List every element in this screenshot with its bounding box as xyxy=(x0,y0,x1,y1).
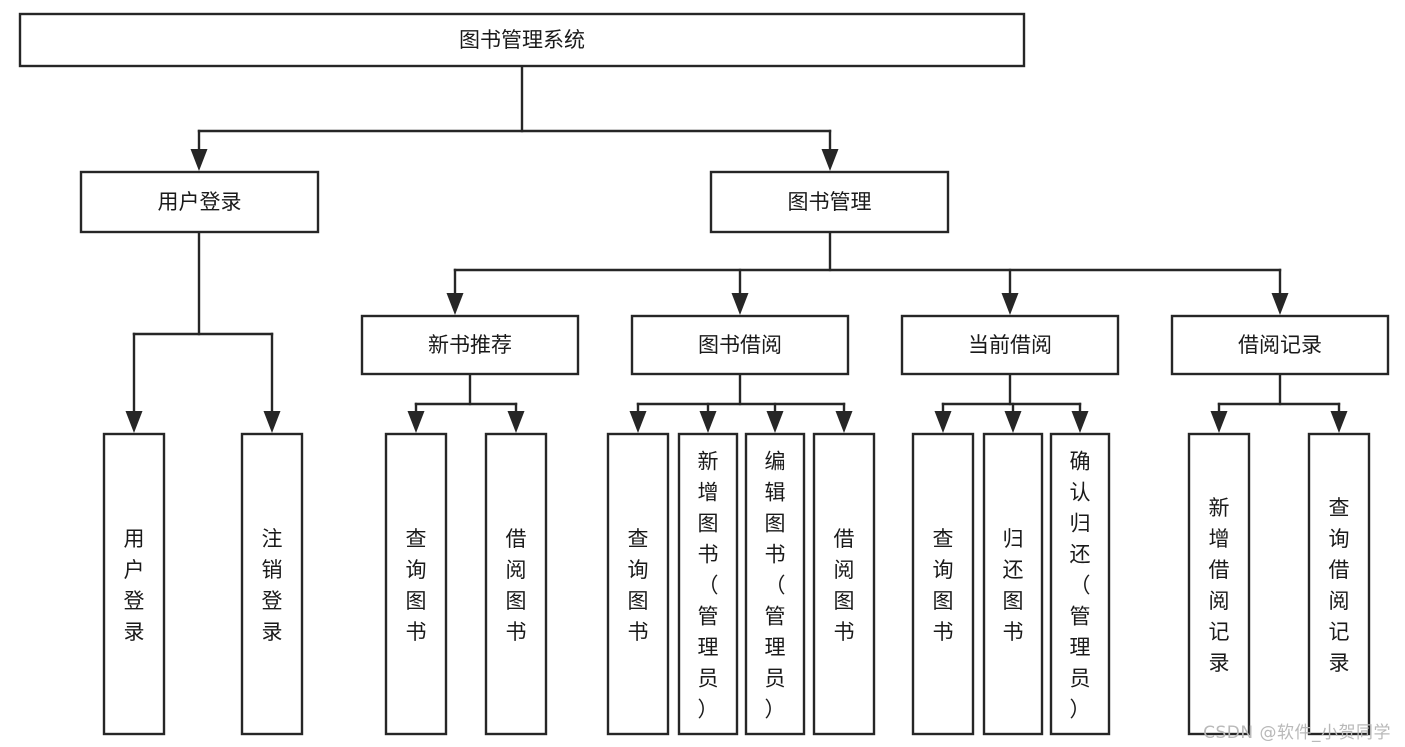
connector-layer xyxy=(125,64,1348,433)
node-label-root: 图书管理系统 xyxy=(459,28,585,52)
node-label-current-borrow: 当前借阅 xyxy=(968,333,1052,357)
node-fn-user-logout[interactable]: 注销登录 xyxy=(240,432,304,736)
node-fn-edit-book[interactable]: 编辑图书（管理员） xyxy=(744,432,806,736)
node-box-fn-query-book-c xyxy=(911,432,975,736)
connector-borrow-record xyxy=(1210,372,1348,433)
node-label-new-book-recommend: 新书推荐 xyxy=(428,333,512,357)
node-box-fn-borrow-book-rec xyxy=(484,432,548,736)
node-label-fn-add-book: 新增图书（管理员） xyxy=(698,450,719,722)
csdn-watermark: CSDN @软件_小贺同学 xyxy=(1203,723,1391,743)
node-label-fn-query-record: 查询借阅记录 xyxy=(1329,496,1350,675)
node-book-manage[interactable]: 图书管理 xyxy=(709,170,950,234)
node-layer: 图书管理系统用户登录图书管理新书推荐图书借阅当前借阅借阅记录用户登录注销登录查询… xyxy=(18,12,1390,736)
node-fn-add-book[interactable]: 新增图书（管理员） xyxy=(677,432,739,736)
node-fn-query-record[interactable]: 查询借阅记录 xyxy=(1307,432,1371,736)
node-box-fn-query-book-rec xyxy=(384,432,448,736)
node-label-fn-edit-book: 编辑图书（管理员） xyxy=(765,450,786,722)
node-fn-return-book[interactable]: 归还图书 xyxy=(982,432,1044,736)
node-box-fn-confirm-return xyxy=(1049,432,1111,736)
node-label-fn-user-login: 用户登录 xyxy=(124,527,145,644)
node-label-fn-add-record: 新增借阅记录 xyxy=(1209,496,1230,675)
node-box-fn-query-record xyxy=(1307,432,1371,736)
node-box-fn-user-login xyxy=(102,432,166,736)
node-fn-query-book-b[interactable]: 查询图书 xyxy=(606,432,670,736)
node-fn-borrow-book-rec[interactable]: 借阅图书 xyxy=(484,432,548,736)
node-book-borrow[interactable]: 图书借阅 xyxy=(630,314,850,376)
node-label-fn-query-book-b: 查询图书 xyxy=(628,527,649,644)
node-box-fn-borrow-book-b xyxy=(812,432,876,736)
node-label-fn-user-logout: 注销登录 xyxy=(262,527,283,644)
node-fn-borrow-book-b[interactable]: 借阅图书 xyxy=(812,432,876,736)
node-label-book-borrow: 图书借阅 xyxy=(698,333,782,357)
node-box-book-manage xyxy=(709,170,950,234)
node-fn-query-book-c[interactable]: 查询图书 xyxy=(911,432,975,736)
node-new-book-recommend[interactable]: 新书推荐 xyxy=(360,314,580,376)
node-box-user-login xyxy=(79,170,320,234)
node-fn-query-book-rec[interactable]: 查询图书 xyxy=(384,432,448,736)
node-current-borrow[interactable]: 当前借阅 xyxy=(900,314,1120,376)
node-box-current-borrow xyxy=(900,314,1120,376)
node-box-fn-add-book xyxy=(677,432,739,736)
node-root[interactable]: 图书管理系统 xyxy=(18,12,1026,68)
connector-current-borrow xyxy=(934,372,1089,433)
node-box-fn-add-record xyxy=(1187,432,1251,736)
connector-book-borrow xyxy=(629,372,853,433)
node-box-book-borrow xyxy=(630,314,850,376)
node-box-new-book-recommend xyxy=(360,314,580,376)
node-box-fn-edit-book xyxy=(744,432,806,736)
node-box-fn-query-book-b xyxy=(606,432,670,736)
node-box-root xyxy=(18,12,1026,68)
node-label-fn-query-book-rec: 查询图书 xyxy=(406,527,427,644)
node-fn-add-record[interactable]: 新增借阅记录 xyxy=(1187,432,1251,736)
node-label-fn-confirm-return: 确认归还（管理员） xyxy=(1070,450,1091,722)
node-label-fn-query-book-c: 查询图书 xyxy=(933,527,954,644)
connector-root xyxy=(190,64,839,171)
node-fn-confirm-return[interactable]: 确认归还（管理员） xyxy=(1049,432,1111,736)
node-box-fn-return-book xyxy=(982,432,1044,736)
node-label-user-login: 用户登录 xyxy=(158,190,242,214)
node-box-fn-user-logout xyxy=(240,432,304,736)
node-box-borrow-record xyxy=(1170,314,1390,376)
node-user-login[interactable]: 用户登录 xyxy=(79,170,320,234)
node-label-fn-borrow-book-rec: 借阅图书 xyxy=(506,527,527,644)
node-label-fn-borrow-book-b: 借阅图书 xyxy=(834,527,855,644)
node-borrow-record[interactable]: 借阅记录 xyxy=(1170,314,1390,376)
connector-user-login xyxy=(125,230,281,433)
node-label-book-manage: 图书管理 xyxy=(788,190,872,214)
node-fn-user-login[interactable]: 用户登录 xyxy=(102,432,166,736)
node-label-fn-return-book: 归还图书 xyxy=(1003,527,1024,644)
connector-book-manage xyxy=(446,230,1289,315)
connector-new-book-recommend xyxy=(407,372,525,433)
node-label-borrow-record: 借阅记录 xyxy=(1238,333,1322,357)
